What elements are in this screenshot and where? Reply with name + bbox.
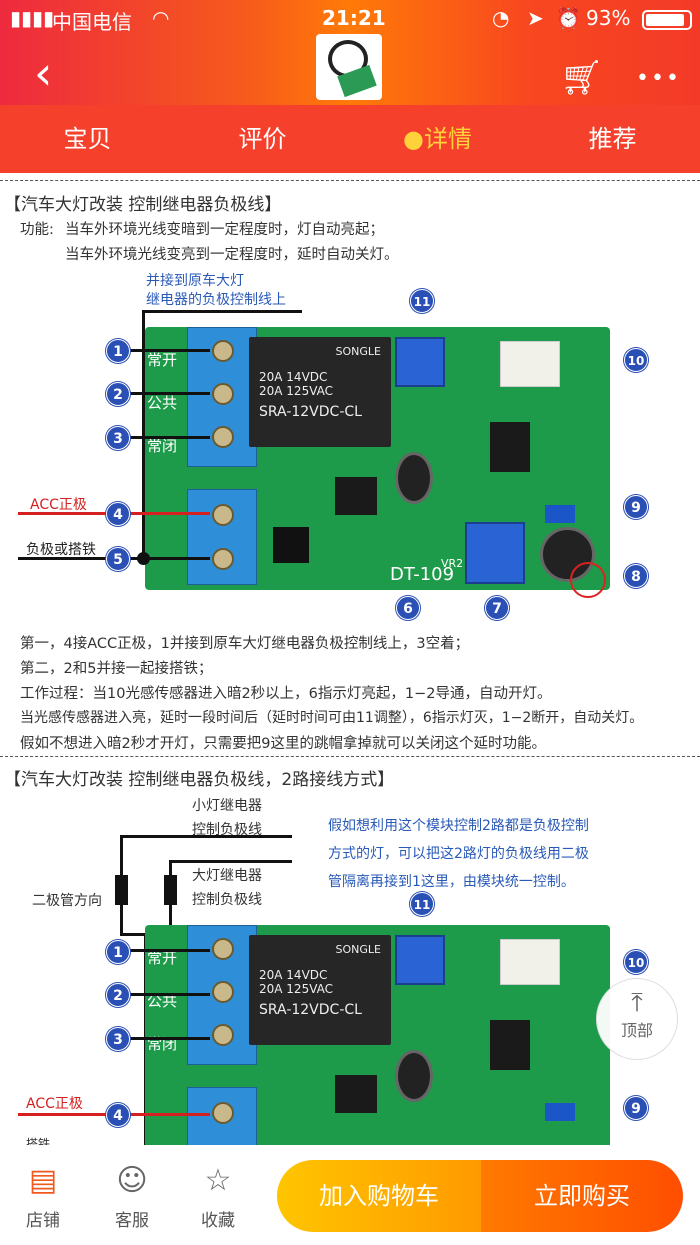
tab-item[interactable]: 宝贝 [63, 125, 112, 153]
battery-icon [642, 10, 692, 30]
star-icon[interactable]: ☆ [204, 1163, 232, 1198]
capacitor [540, 527, 595, 582]
clock: 21:21 [322, 6, 386, 30]
ground-label: 负极或搭铁 [26, 542, 96, 558]
jumper-9 [545, 505, 575, 523]
relay-terminal-block [187, 327, 257, 467]
back-to-top-button[interactable]: ⤒ 顶部 [596, 978, 678, 1060]
ic-chip [490, 422, 530, 472]
alarm-icon: ⏰ [556, 6, 581, 30]
acc-label: ACC正极 [30, 497, 87, 513]
light-sensor-connector [500, 341, 560, 387]
callout-10: 10 [624, 348, 648, 372]
callout-11: 11 [410, 289, 434, 313]
header: ▮▮▮▮ 中国电信 ◠ 21:21 ◔ ➤ ⏰ 93% ‹ 🛒︎ ••• [0, 0, 700, 105]
arrow-up-icon: ⤒ [631, 988, 643, 1018]
circuit-board: 常开公共常闭 SONGLE 20A 14VDC 20A 125VAC SRA-1… [145, 327, 610, 590]
callout-4: 4 [106, 502, 130, 526]
board-model: DT-109 [390, 564, 455, 585]
paragraph: 第一，4接ACC正极，1并接到原车大灯继电器负极控制线上，3空着； [20, 636, 470, 652]
wiring-diagram-1: 并接到原车大灯 继电器的负极控制线上 常开公共常闭 SONGLE 20A 14V… [0, 265, 700, 620]
note-text: 继电器的负极控制线上 [146, 292, 286, 308]
paragraph: 当光感传感器进入亮，延时一段时间后（延时时间可由11调整），6指示灯灭，1−2断… [20, 710, 644, 726]
terminal-label: 常开 [147, 351, 178, 369]
terminal-label: 公共 [147, 394, 178, 412]
function-line: 当车外环境光线变亮到一定程度时，延时自动关灯。 [65, 247, 399, 263]
paragraph: 工作过程：当10光感传感器进入暗2秒以上，6指示灯亮起，1−2导通，自动开灯。 [20, 686, 552, 702]
location-pin-icon: ● [403, 125, 424, 153]
callout-9: 9 [624, 495, 648, 519]
more-button[interactable]: ••• [636, 66, 681, 91]
buy-now-button[interactable]: 立即购买 [481, 1160, 683, 1232]
potentiometer-11 [395, 337, 445, 387]
note-text: 假如想利用这个模块控制2路都是负极控制方式的灯，可以把这2路灯的负极线用二极管隔… [328, 818, 589, 890]
product-thumbnail[interactable] [316, 34, 382, 100]
tab-recommend[interactable]: 推荐 [588, 125, 637, 153]
paragraph: 第二，2和5并接一起接搭铁； [20, 661, 213, 677]
section-title: 【汽车大灯改装 控制继电器负极线，2路接线方式】 [4, 770, 395, 790]
callout-3: 3 [106, 426, 130, 450]
wifi-icon: ◠ [152, 6, 170, 30]
note-text: 并接到原车大灯 [146, 273, 244, 289]
orientation-lock-icon: ◔ [492, 6, 510, 30]
battery-percent: 93% [586, 6, 631, 30]
divider [0, 180, 700, 181]
cart-icon[interactable]: 🛒︎ [560, 58, 604, 98]
relay: SONGLE 20A 14VDC 20A 125VAC SRA-12VDC-CL [249, 337, 391, 447]
function-label: 功能: [20, 222, 54, 238]
shop-button[interactable]: 店铺 [26, 1211, 60, 1231]
function-line: 当车外环境光线变暗到一定程度时，灯自动亮起； [65, 222, 384, 238]
service-button[interactable]: 客服 [115, 1211, 149, 1231]
ic-chip [335, 477, 377, 515]
callout-5: 5 [106, 547, 130, 571]
potentiometer-vr2 [465, 522, 525, 584]
paragraph: 假如不想进入暗2秒才开灯，只需要把9这里的跳帽拿掉就可以关闭这个延时功能。 [20, 736, 546, 752]
diode [164, 875, 177, 905]
shop-icon[interactable]: ▤ [28, 1163, 58, 1198]
tab-details[interactable]: ●详情 [403, 125, 472, 153]
divider [0, 756, 700, 757]
back-button[interactable]: ‹ [34, 46, 53, 100]
location-icon: ➤ [527, 6, 544, 30]
tab-bar: 宝贝 评价 ●详情 推荐 [0, 105, 700, 173]
capacitor [395, 452, 433, 504]
carrier: 中国电信 [52, 10, 132, 34]
section-title: 【汽车大灯改装 控制继电器负极线】 [4, 195, 282, 215]
diode [115, 875, 128, 905]
favorite-button[interactable]: 收藏 [201, 1211, 235, 1231]
bridge-rectifier [273, 527, 309, 563]
callout-7: 7 [485, 596, 509, 620]
callout-8: 8 [624, 564, 648, 588]
tab-reviews[interactable]: 评价 [238, 125, 287, 153]
callout-2: 2 [106, 382, 130, 406]
power-terminal-block [187, 489, 257, 585]
signal-icon: ▮▮▮▮ [10, 6, 55, 30]
service-icon[interactable]: ☺ [116, 1163, 148, 1198]
terminal-label: 常闭 [147, 437, 178, 455]
callout-1: 1 [106, 339, 130, 363]
add-to-cart-button[interactable]: 加入购物车 [277, 1160, 481, 1232]
wiring-diagram-2: 小灯继电器 控制负极线 大灯继电器 控制负极线 二极管方向 假如想利用这个模块控… [0, 790, 700, 1145]
callout-6: 6 [396, 596, 420, 620]
